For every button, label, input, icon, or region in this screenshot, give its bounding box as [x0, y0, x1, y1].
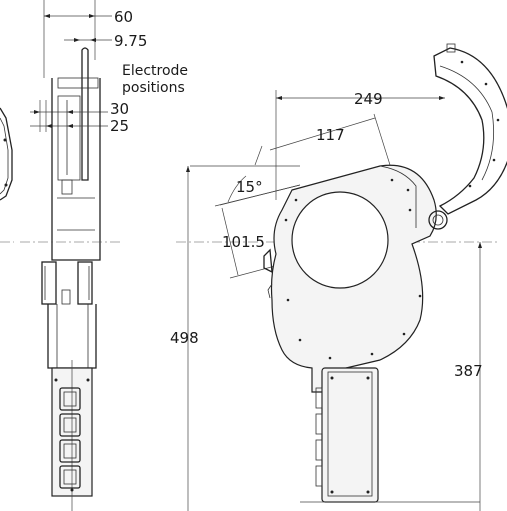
dim-line-jaw-width [221, 207, 239, 276]
dim-jaw-offset: 117 [316, 126, 345, 144]
hook-jaw [433, 47, 507, 215]
pivot-pin [428, 210, 448, 230]
jaw-opening [291, 191, 389, 289]
dim-overall-width: 60 [114, 8, 133, 26]
dim-angle: 15° [236, 178, 263, 196]
electrode-label-line2: positions [122, 80, 185, 96]
handle [321, 367, 379, 503]
dim-line-jaw-offset [269, 117, 376, 151]
side-view [20, 0, 120, 511]
dim-center-height: 387 [454, 362, 483, 380]
dim-tip-width: 9.75 [114, 32, 147, 50]
electrode-label-line1: Electrode [122, 63, 188, 79]
dim-opening-span: 249 [354, 90, 383, 108]
front-view [176, 43, 507, 511]
dim-total-height: 498 [170, 329, 199, 347]
dim-jaw-width: 101.5 [222, 233, 265, 251]
dim-electrode-b: 25 [110, 117, 129, 135]
partial-left-view [0, 107, 14, 243]
dim-electrode-a: 30 [110, 100, 129, 118]
